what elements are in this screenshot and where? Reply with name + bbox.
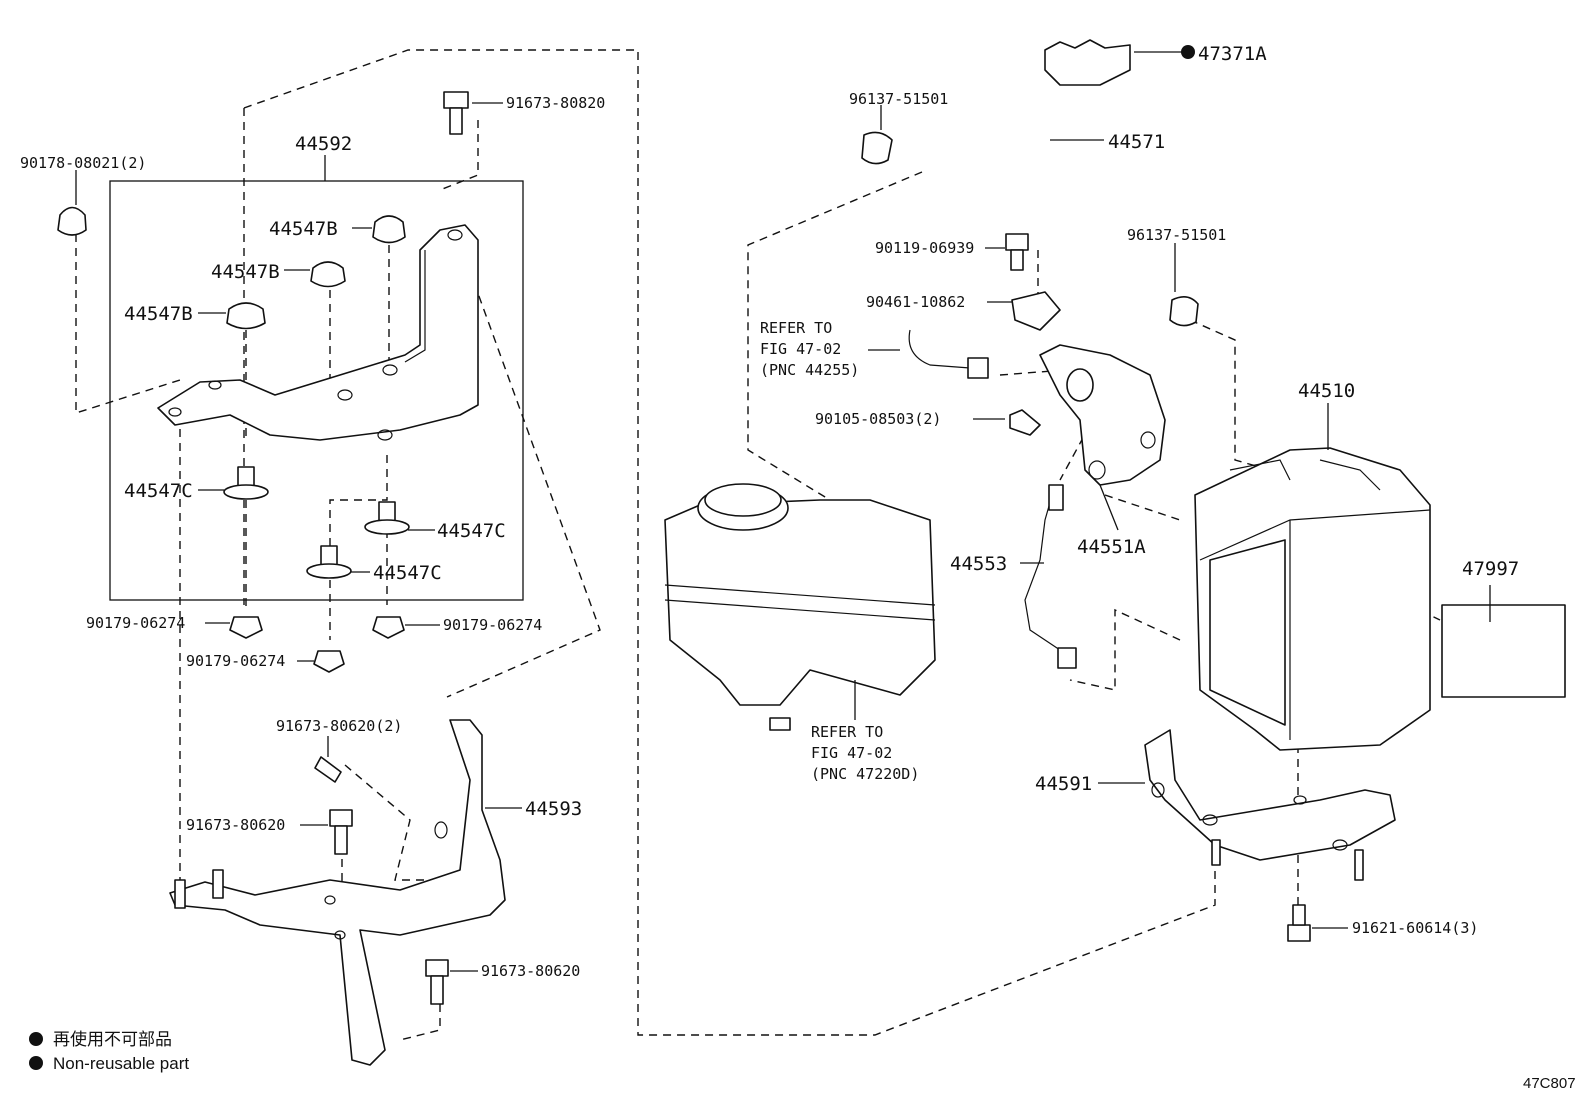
svg-text:REFER TO: REFER TO <box>760 319 832 337</box>
reference-note-47220D[interactable]: REFER TO FIG 47-02 (PNC 47220D) <box>811 723 919 783</box>
legend-bullet-jp <box>29 1032 43 1046</box>
part-label-44592[interactable]: 44592 <box>295 133 352 155</box>
part-number-91673-80820[interactable]: 91673-80820 <box>506 94 605 112</box>
harness-shapes <box>908 329 1077 669</box>
svg-text:FIG 47-02: FIG 47-02 <box>760 340 841 358</box>
part-label-44593[interactable]: 44593 <box>525 798 582 820</box>
part-number-90119-06939[interactable]: 90119-06939 <box>875 239 974 257</box>
part-number-90461-10862[interactable]: 90461-10862 <box>866 293 965 311</box>
part-label-44551A[interactable]: 44551A <box>1077 536 1146 558</box>
svg-text:(PNC 44255): (PNC 44255) <box>760 361 859 379</box>
non-reusable-dot-47371A <box>1181 45 1195 59</box>
part-number-96137-51501-a[interactable]: 96137-51501 <box>849 90 948 108</box>
svg-text:REFER TO: REFER TO <box>811 723 883 741</box>
part-label-44547B-3[interactable]: 44547B <box>124 303 193 325</box>
part-number-91673-80620-b[interactable]: 91673-80620 <box>481 962 580 980</box>
part-number-90179-06274-a[interactable]: 90179-06274 <box>86 614 185 632</box>
part-label-44571[interactable]: 44571 <box>1108 131 1165 153</box>
svg-text:(PNC 47220D): (PNC 47220D) <box>811 765 919 783</box>
part-label-44510[interactable]: 44510 <box>1298 380 1355 402</box>
part-number-91673-80620-a[interactable]: 91673-80620 <box>186 816 285 834</box>
assembly-box-44592 <box>109 180 524 601</box>
part-number-90178-08021[interactable]: 90178-08021(2) <box>20 154 146 172</box>
figure-code: 47C807 <box>1523 1075 1576 1092</box>
reference-note-44255[interactable]: REFER TO FIG 47-02 (PNC 44255) <box>760 319 859 379</box>
legend: 再使用不可部品 Non-reusable part <box>29 1029 189 1073</box>
part-number-90179-06274-b[interactable]: 90179-06274 <box>443 616 542 634</box>
part-label-44547B-2[interactable]: 44547B <box>211 261 280 283</box>
sensor-bracket-shape <box>1039 344 1166 486</box>
nut-shapes <box>57 206 405 673</box>
svg-text:FIG 47-02: FIG 47-02 <box>811 744 892 762</box>
part-label-47371A[interactable]: 47371A <box>1198 43 1267 65</box>
legend-text-en: Non-reusable part <box>53 1054 189 1073</box>
part-number-90105-08503[interactable]: 90105-08503(2) <box>815 410 941 428</box>
part-number-90179-06274-c[interactable]: 90179-06274 <box>186 652 285 670</box>
part-number-91621-60614[interactable]: 91621-60614(3) <box>1352 919 1478 937</box>
bolt-shapes <box>314 91 1311 1005</box>
leader-lines <box>75 51 1491 972</box>
part-label-44547C-2[interactable]: 44547C <box>437 520 506 542</box>
collar-shapes <box>223 466 410 579</box>
bracket-44591-shape <box>1144 729 1396 881</box>
hose-44571-shape <box>765 32 1171 301</box>
part-label-44547B-1[interactable]: 44547B <box>269 218 338 240</box>
grommet-shapes <box>226 215 406 330</box>
part-number-91673-80620-2[interactable]: 91673-80620(2) <box>276 717 402 735</box>
part-label-44547C-1[interactable]: 44547C <box>124 480 193 502</box>
part-label-44547C-3[interactable]: 44547C <box>373 562 442 584</box>
part-label-44553[interactable]: 44553 <box>950 553 1007 575</box>
part-number-96137-51501-b[interactable]: 96137-51501 <box>1127 226 1226 244</box>
legend-text-jp: 再使用不可部品 <box>53 1029 172 1049</box>
bracket-44592-shape <box>157 224 479 441</box>
label-47997-shape <box>1441 604 1566 698</box>
reservoir-shape <box>664 483 936 731</box>
part-label-47997[interactable]: 47997 <box>1462 558 1519 580</box>
legend-bullet-en <box>29 1056 43 1070</box>
part-label-44591[interactable]: 44591 <box>1035 773 1092 795</box>
actuator-44510-shape <box>1194 447 1431 751</box>
clip-shapes <box>861 39 1199 331</box>
bracket-44593-shape <box>169 719 506 1066</box>
